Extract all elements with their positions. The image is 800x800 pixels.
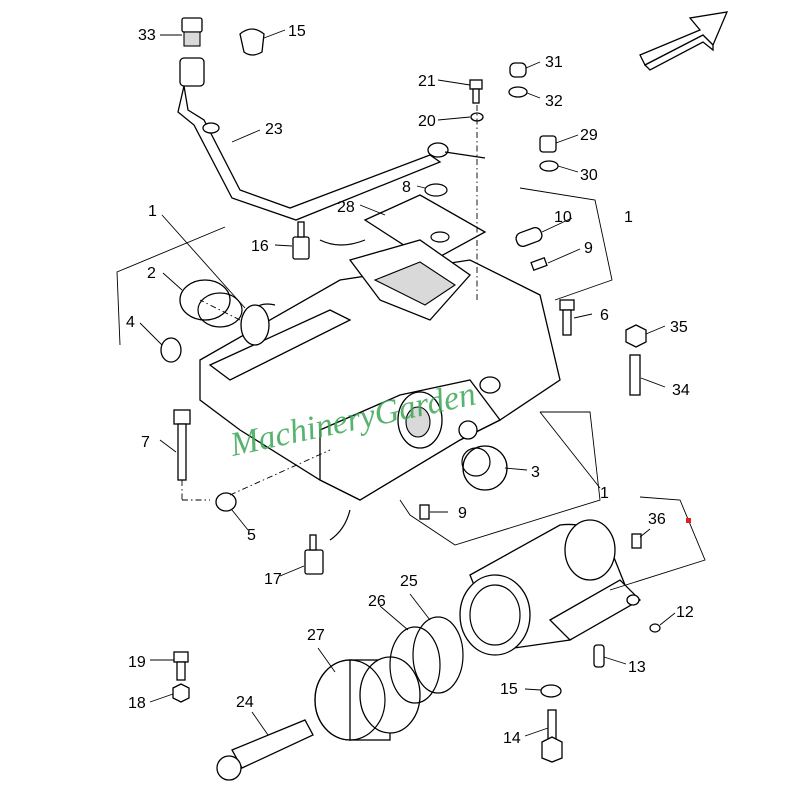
bushing-4 bbox=[160, 337, 182, 363]
bolt-22 bbox=[469, 79, 484, 122]
callout-33: 32 bbox=[545, 93, 563, 110]
callout-29: 28 bbox=[337, 199, 355, 216]
callout-2: 2 bbox=[147, 265, 156, 282]
leader-lines bbox=[139, 29, 676, 737]
bushing-3 bbox=[461, 445, 508, 491]
plug-30 bbox=[539, 135, 559, 172]
callout-22: 21 bbox=[418, 73, 436, 90]
callout-12: 12 bbox=[676, 604, 694, 621]
callout-6: 6 bbox=[600, 307, 609, 324]
plug-32 bbox=[508, 62, 528, 98]
pin-10 bbox=[515, 227, 543, 247]
breather-pipe bbox=[177, 57, 486, 221]
housing-body bbox=[199, 239, 561, 501]
callout-23: 23 bbox=[265, 121, 283, 138]
centre-lines bbox=[182, 105, 478, 501]
callout-16: 18 bbox=[128, 695, 146, 712]
callout-34: 34 bbox=[672, 382, 690, 399]
callout-27: 27 bbox=[307, 627, 325, 644]
callout-25: 25 bbox=[400, 573, 418, 590]
direction-arrow-icon bbox=[639, 11, 729, 71]
callout-28: 33 bbox=[138, 27, 156, 44]
callout-26: 26 bbox=[368, 593, 386, 610]
callout-14: 14 bbox=[503, 730, 521, 747]
callout-1-left: 1 bbox=[148, 203, 157, 220]
bracket-right bbox=[519, 187, 613, 301]
filler-cap bbox=[181, 17, 203, 47]
callout-1-bottom: 1 bbox=[600, 485, 609, 502]
callout-24: 24 bbox=[236, 694, 254, 711]
callout-3: 3 bbox=[531, 464, 540, 481]
callout-9-bottom: 9 bbox=[458, 505, 467, 522]
bolt-7 bbox=[173, 409, 191, 500]
nut-16 bbox=[172, 683, 190, 703]
bolt-20 bbox=[173, 651, 189, 681]
callout-21: 20 bbox=[418, 113, 436, 130]
washer-15 bbox=[540, 684, 562, 698]
callout-36: 36 bbox=[648, 511, 666, 528]
sealant-tube-18 bbox=[292, 221, 366, 260]
callout-1-right: 1 bbox=[624, 209, 633, 226]
callout-10: 10 bbox=[554, 209, 572, 226]
set-screw-9-top bbox=[530, 257, 548, 271]
callout-20: 19 bbox=[128, 654, 146, 671]
callout-15: 15 bbox=[500, 681, 518, 698]
callout-labels: 33 15 31 21 32 20 23 29 30 8 28 1 1 10 1… bbox=[126, 23, 694, 747]
cylinder bbox=[459, 519, 642, 656]
piston-ring-25 bbox=[412, 616, 464, 694]
callout-7: 7 bbox=[141, 434, 150, 451]
stud-34 bbox=[629, 354, 641, 396]
piston bbox=[314, 656, 421, 741]
bolt-14 bbox=[541, 709, 563, 763]
callout-35: 35 bbox=[670, 319, 688, 336]
callout-17: 15 bbox=[288, 23, 306, 40]
callout-32: 31 bbox=[545, 54, 563, 71]
callout-31: 30 bbox=[580, 167, 598, 184]
plug-17 bbox=[239, 28, 265, 56]
callout-13: 13 bbox=[628, 659, 646, 676]
bushing-2 bbox=[179, 279, 243, 328]
sealant-tube-19 bbox=[304, 509, 351, 575]
bracket-cylinder bbox=[609, 496, 706, 591]
piston-ring-26 bbox=[389, 626, 441, 704]
callout-5: 5 bbox=[247, 527, 256, 544]
callout-9-top: 9 bbox=[584, 240, 593, 257]
o-ring-8 bbox=[424, 183, 448, 197]
callout-4: 4 bbox=[126, 314, 135, 331]
ring-12 bbox=[649, 623, 661, 633]
bushing-5 bbox=[215, 492, 237, 512]
bolt-6 bbox=[559, 299, 575, 336]
nut-35 bbox=[625, 324, 647, 348]
callout-8: 8 bbox=[402, 179, 411, 196]
callout-30: 29 bbox=[580, 127, 598, 144]
bracket-left bbox=[116, 226, 226, 346]
callout-18: 16 bbox=[251, 238, 269, 255]
bracket-bottom bbox=[399, 411, 601, 546]
set-screw-36 bbox=[631, 533, 642, 549]
set-screw-9-bottom bbox=[419, 504, 430, 520]
callout-19: 17 bbox=[264, 571, 282, 588]
pin-13 bbox=[593, 644, 605, 668]
red-marker bbox=[686, 518, 691, 523]
connecting-rod bbox=[216, 719, 314, 781]
